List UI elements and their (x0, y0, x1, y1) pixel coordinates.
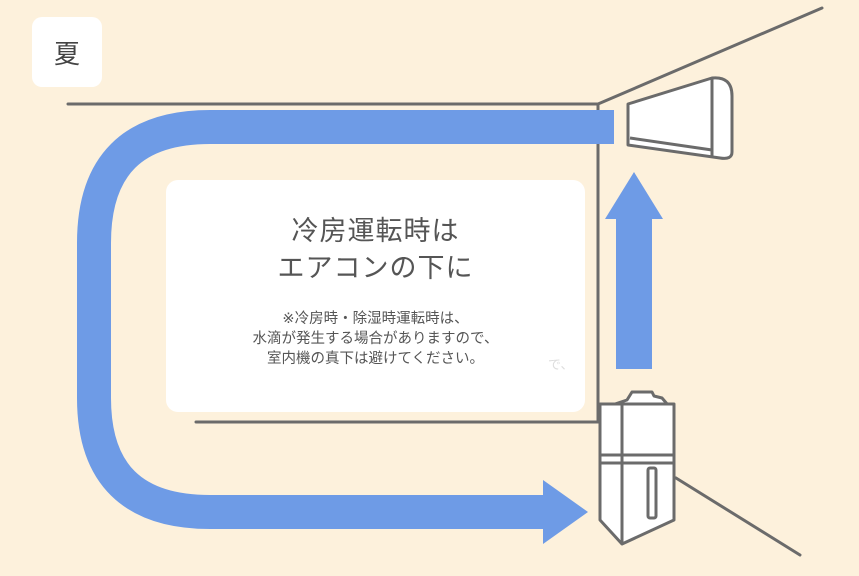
stray-text-mark: で、 (548, 358, 574, 373)
floor-diagonal (674, 476, 802, 557)
card-note-line1: ※冷房時・除湿時運転時は、 (282, 311, 469, 327)
card-title-line2: エアコンの下に (277, 253, 474, 284)
card-title-line1: 冷房運転時は (291, 216, 460, 247)
info-card: 冷房運転時は エアコンの下に ※冷房時・除湿時運転時は、 水滴が発生する場合があ… (166, 180, 585, 412)
card-note-line2: 水滴が発生する場合がありますので、 (252, 331, 499, 347)
card-note: ※冷房時・除湿時運転時は、 水滴が発生する場合がありますので、 室内機の真下は避… (166, 309, 585, 369)
card-note-line3: 室内機の真下は避けてください。 (266, 351, 485, 367)
season-badge: 夏 (32, 17, 102, 87)
season-label: 夏 (53, 39, 80, 70)
card-title: 冷房運転時は エアコンの下に (166, 213, 585, 287)
room-lines (66, 6, 824, 557)
ceiling-diagonal (596, 6, 824, 106)
airflow-arrow-icon (77, 110, 614, 544)
air-conditioner-icon (626, 76, 734, 160)
up-arrow-icon (605, 172, 663, 369)
dehumidifier-icon (598, 390, 676, 546)
airflow-arrowhead (543, 480, 588, 544)
